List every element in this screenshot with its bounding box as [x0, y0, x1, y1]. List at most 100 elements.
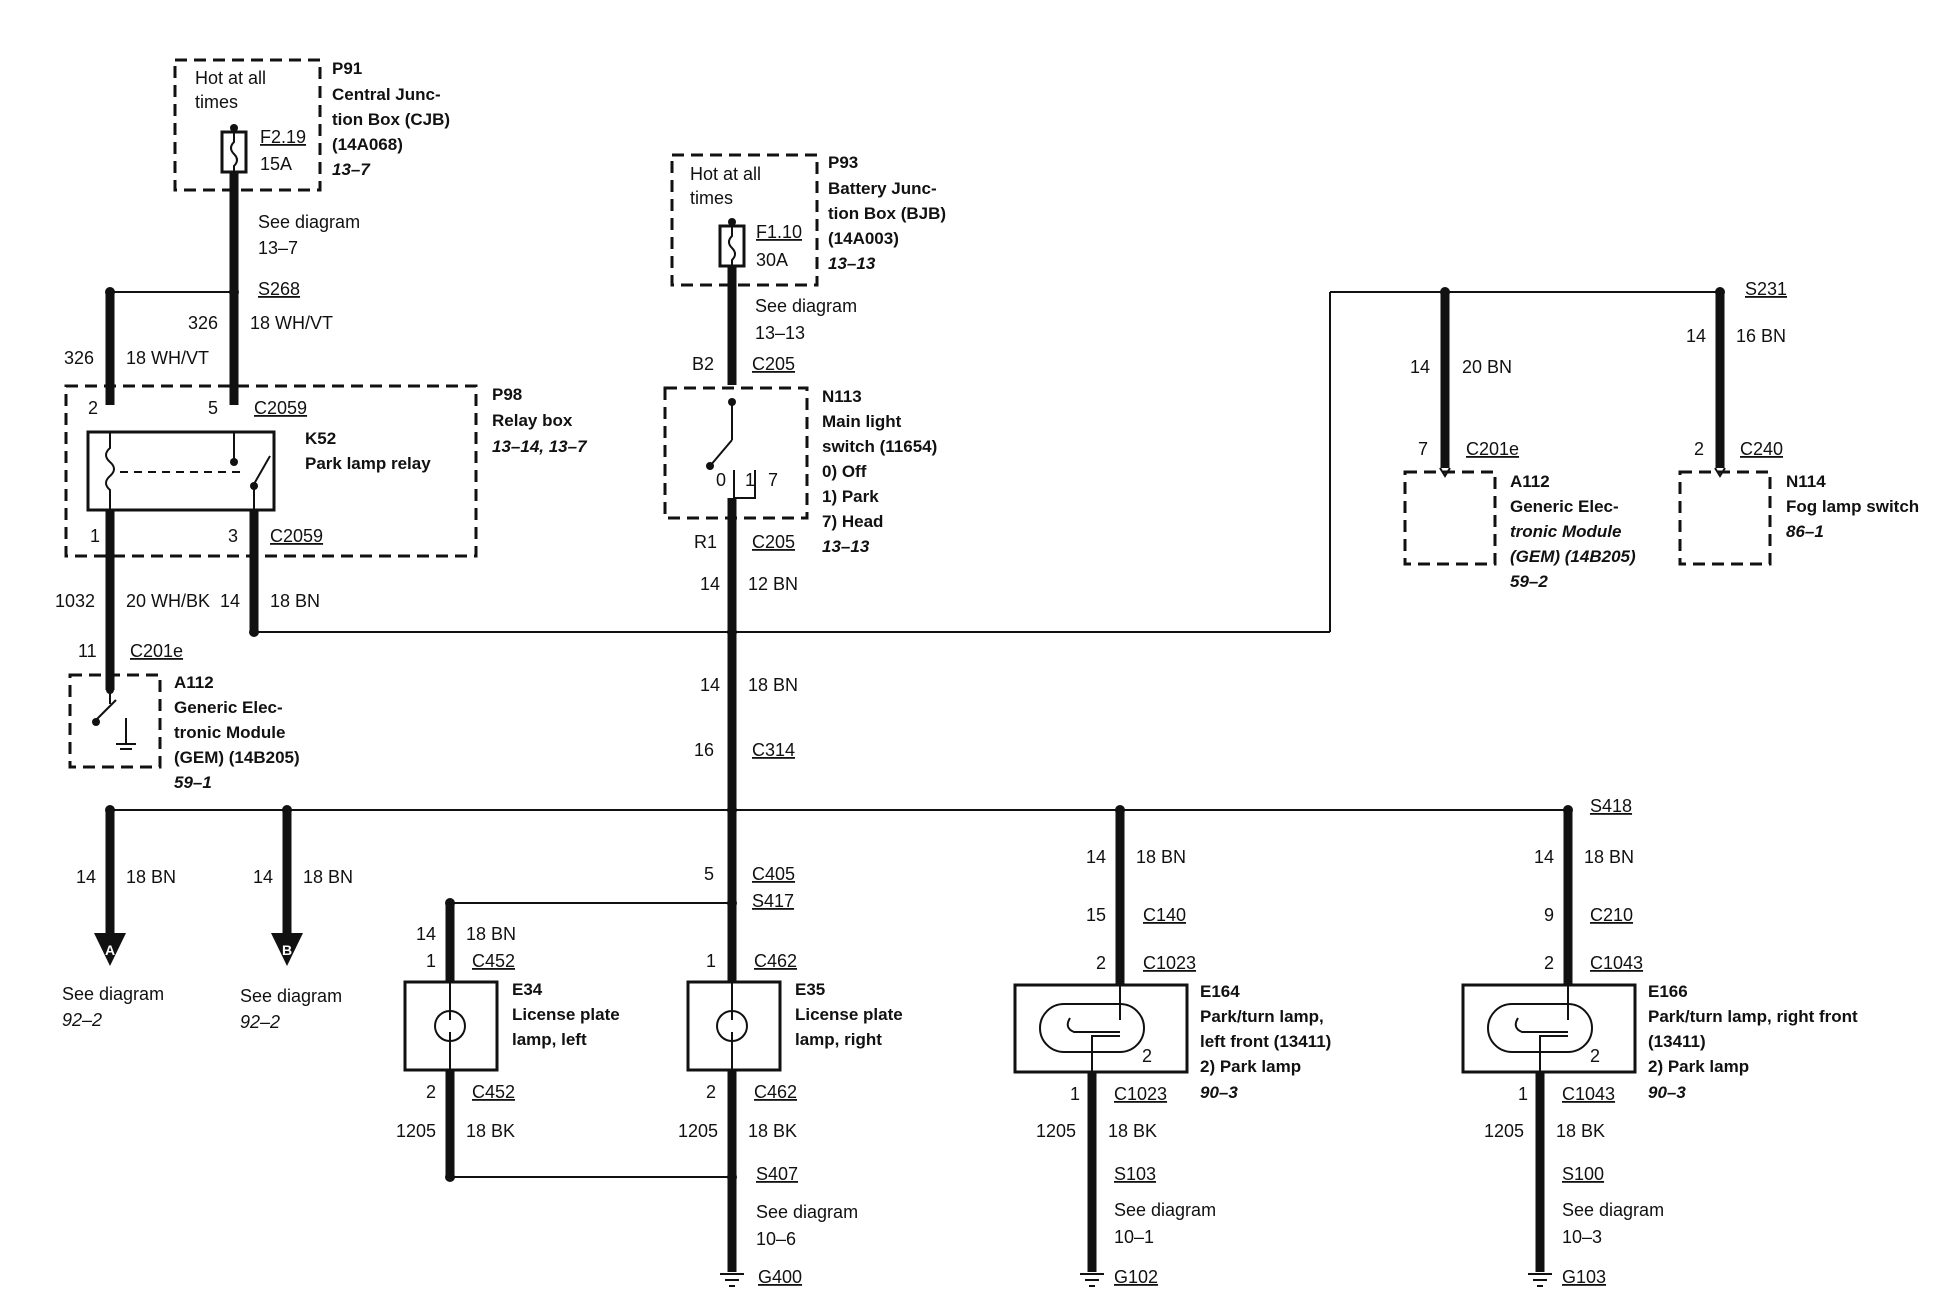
c201e-right-pin: 7	[1418, 439, 1428, 459]
s103-label: S103	[1114, 1164, 1156, 1184]
e166-park-turn-lamp-right: 2 E166 Park/turn lamp, right front (1341…	[1461, 982, 1858, 1102]
c210-label: C210	[1590, 905, 1633, 925]
s417-label: S417	[752, 891, 794, 911]
trunk-circuit: 14	[700, 675, 720, 695]
a112-left-name-1: Generic Elec-	[174, 698, 283, 717]
n113-state-off: 0) Off	[822, 462, 867, 481]
c1023a-label: C1023	[1143, 953, 1196, 973]
e35-name-1: License plate	[795, 1005, 903, 1024]
p93-see-diagram-label: See diagram	[755, 296, 857, 316]
p93-note-2: times	[690, 188, 733, 208]
p93-fuse-element	[728, 226, 736, 266]
e164-pin2: 2	[1142, 1046, 1152, 1066]
branch-b-spec: 18 BN	[303, 867, 353, 887]
p91-note-2: times	[195, 92, 238, 112]
n113-pos-1: 1	[745, 470, 755, 490]
e166-feed-spec: 18 BN	[1584, 847, 1634, 867]
p93-fuse-amps: 30A	[756, 250, 788, 270]
a112-left-name-3: (GEM) (14B205)	[174, 748, 300, 767]
c205b-label: C205	[752, 532, 795, 552]
c2059b-label: C2059	[270, 526, 323, 546]
a112-left-ref: 59–1	[174, 773, 212, 792]
branch-a-see-diagram: See diagram	[62, 984, 164, 1004]
p93-note-1: Hot at all	[690, 164, 761, 184]
a112-right-name-1: Generic Elec-	[1510, 497, 1619, 516]
c1023a-pin: 2	[1096, 953, 1106, 973]
p91-id: P91	[332, 59, 362, 78]
g103-ground-icon	[1528, 1273, 1552, 1287]
p91-name-2: tion Box (CJB)	[332, 110, 450, 129]
e35-ground-circuit: 1205	[678, 1121, 718, 1141]
off-page-b-letter: B	[282, 942, 292, 958]
g102-label: G102	[1114, 1267, 1158, 1287]
c462b-label: C462	[754, 1082, 797, 1102]
c140-label: C140	[1143, 905, 1186, 925]
p98-relay-box: 2 5 C2059 K52 Park lamp relay 1 3 C2059 …	[64, 384, 588, 558]
e164-filament-icon	[1066, 985, 1121, 1072]
e166-pin2: 2	[1590, 1046, 1600, 1066]
p91-fuse-terminal	[230, 124, 238, 132]
c240-label: C240	[1740, 439, 1783, 459]
gem-right-circuit: 14	[1410, 357, 1430, 377]
relay-pin3-spec: 18 BN	[270, 591, 320, 611]
p91-wire-circuit: 326	[188, 313, 218, 333]
c462a-label: C462	[754, 951, 797, 971]
p93-battery-junction-box: Hot at all times F1.10 30A P93 Battery J…	[670, 153, 946, 287]
e166-id: E166	[1648, 982, 1688, 1001]
off-page-connector-a: A	[94, 933, 126, 966]
branch-b-circuit: 14	[253, 867, 273, 887]
e164-ground-spec: 18 BK	[1108, 1121, 1157, 1141]
c1023b-pin: 1	[1070, 1084, 1080, 1104]
p91-name-3: (14A068)	[332, 135, 403, 154]
e166-filament-icon	[1514, 985, 1569, 1072]
c201e-left-label: C201e	[130, 641, 183, 661]
a112-left-box-outline	[68, 673, 162, 769]
k52-name: Park lamp relay	[305, 454, 431, 473]
e164-id: E164	[1200, 982, 1240, 1001]
g400-ground-icon	[720, 1273, 744, 1287]
e34-license-plate-lamp-left: E34 License plate lamp, left	[403, 980, 620, 1072]
c2059a-pin-2: 2	[88, 398, 98, 418]
e34-id: E34	[512, 980, 543, 999]
c1043a-pin: 2	[1544, 953, 1554, 973]
e164-park-turn-lamp-left: 2 E164 Park/turn lamp, left front (13411…	[1013, 982, 1331, 1102]
c205a-label: C205	[752, 354, 795, 374]
p91-see-diagram-label: See diagram	[258, 212, 360, 232]
p91-box-outline	[173, 58, 322, 192]
e166-name-3: 2) Park lamp	[1648, 1057, 1749, 1076]
p91-central-junction-box: Hot at all times F2.19 15A P91 Central J…	[173, 58, 450, 192]
c405-pin: 5	[704, 864, 714, 884]
off-page-b-arrow	[271, 933, 303, 966]
n114-terminal	[1714, 467, 1726, 478]
p91-wire-spec: 18 WH/VT	[250, 313, 333, 333]
c405-label: C405	[752, 864, 795, 884]
a112-left-id: A112	[174, 673, 214, 692]
n113-name-2: switch (11654)	[822, 437, 937, 456]
c205b-pin: R1	[694, 532, 717, 552]
a112-right-id: A112	[1510, 472, 1550, 491]
p98-ref: 13–14, 13–7	[492, 437, 588, 456]
p91-note-1: Hot at all	[195, 68, 266, 88]
e166-ground-spec: 18 BK	[1556, 1121, 1605, 1141]
branch-a-circuit: 14	[76, 867, 96, 887]
s268-label: S268	[258, 279, 300, 299]
e34-ground-spec: 18 BK	[466, 1121, 515, 1141]
n113-park-contact	[733, 470, 756, 499]
c201e-right-label: C201e	[1466, 439, 1519, 459]
c240-pin: 2	[1694, 439, 1704, 459]
branch-a-ref: 92–2	[62, 1010, 102, 1030]
fog-spec: 16 BN	[1736, 326, 1786, 346]
a112-left-gem: A112 Generic Elec- tronic Module (GEM) (…	[68, 673, 300, 792]
trunk-junction	[727, 627, 737, 637]
c1043a-label: C1043	[1590, 953, 1643, 973]
a112-left-name-2: tronic Module	[174, 723, 285, 742]
e34-name-2: lamp, left	[512, 1030, 587, 1049]
a112-right-name-2: tronic Module	[1510, 522, 1621, 541]
c210-pin: 9	[1544, 905, 1554, 925]
s100-label: S100	[1562, 1164, 1604, 1184]
e164-feed-spec: 18 BN	[1136, 847, 1186, 867]
c2059b-pin-3: 3	[228, 526, 238, 546]
p98-box-outline	[64, 384, 478, 558]
s407-label: S407	[756, 1164, 798, 1184]
e166-ref: 90–3	[1648, 1083, 1686, 1102]
